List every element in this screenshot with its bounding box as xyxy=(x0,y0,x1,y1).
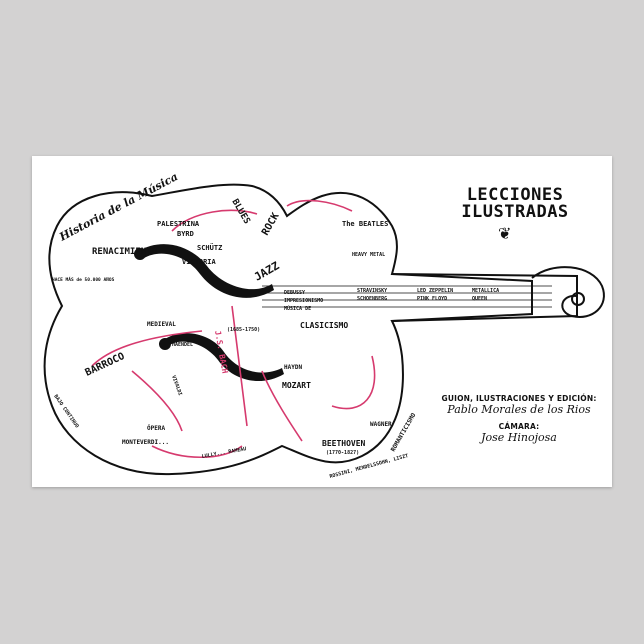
label: (1770-1827) xyxy=(326,450,359,456)
credits: GUION, ILUSTRACIONES Y EDICIÓN: Pablo Mo… xyxy=(424,394,614,450)
label: STRAVINSKY xyxy=(357,288,387,294)
label: The BEATLES xyxy=(342,220,388,228)
label: ROSSINI, MENDELSSOHN, LISZT xyxy=(329,453,409,480)
label: (1685-1750) xyxy=(227,327,260,333)
label: SCHÜTZ xyxy=(197,243,222,252)
label: MONTEVERDI... xyxy=(122,439,169,446)
label: WAGNER xyxy=(370,421,392,428)
label: CLASICISMO xyxy=(300,321,348,330)
label: PALESTRINA xyxy=(157,220,200,228)
label: MEDIEVAL xyxy=(147,321,176,328)
label: MOZART xyxy=(282,381,311,390)
label: Historia de la Música xyxy=(56,170,180,244)
credit-role: GUION, ILUSTRACIONES Y EDICIÓN: xyxy=(441,394,597,403)
label: HAENDEL xyxy=(172,342,193,348)
label: SCHOENBERG xyxy=(357,296,387,302)
label: ROMANTICISMO xyxy=(390,412,418,453)
label: DEBUSSY xyxy=(284,290,305,296)
label: JAZZ xyxy=(252,259,282,284)
cello-scroll xyxy=(531,266,605,318)
title-line: LECCIONES xyxy=(466,185,564,205)
label: VIVALDI xyxy=(170,375,183,397)
label: QUEEN xyxy=(472,296,487,302)
label: PINK FLOYD xyxy=(417,296,447,302)
label: LULLY... RAMEAU xyxy=(201,446,247,460)
title-line: ILUSTRADAS xyxy=(461,202,569,222)
credit-name: Pablo Morales de los Rios xyxy=(447,403,591,416)
f-holes xyxy=(134,244,284,382)
label: BYRD xyxy=(177,230,194,238)
timeline-arrows xyxy=(91,199,376,459)
label: RENACIMIENTO xyxy=(92,247,158,257)
label: METALLICA xyxy=(472,288,499,294)
cello-neck xyxy=(391,273,533,322)
poster: Historia de la Música PALESTRINA BYRD SC… xyxy=(32,156,612,487)
cello-strings xyxy=(262,285,552,308)
cello-body-outline xyxy=(43,183,578,476)
credit-role: CÁMARA: xyxy=(498,422,540,431)
label: LED ZEPPELIN xyxy=(417,288,453,294)
label: MÚSICA DE xyxy=(284,305,311,312)
label: ÓPERA xyxy=(147,425,165,432)
label: ROCK xyxy=(260,211,282,237)
label: BEETHOVEN xyxy=(322,439,366,448)
label: BAJO CONTINUO xyxy=(52,394,79,430)
credit-name: Jose Hinojosa xyxy=(481,431,557,444)
poster-title: LECCIONES ILUSTRADAS xyxy=(450,187,580,221)
label: HEAVY METAL xyxy=(352,252,385,258)
label: VICTORIA xyxy=(182,258,217,266)
label: HACE MÁS de 50.000 AÑOS xyxy=(52,276,115,283)
label: IMPRESIONISMO xyxy=(284,298,323,304)
ornament-icon: ❦ xyxy=(498,224,512,243)
label: HAYDN xyxy=(284,364,302,371)
cello-illustration: Historia de la Música PALESTRINA BYRD SC… xyxy=(43,170,605,480)
